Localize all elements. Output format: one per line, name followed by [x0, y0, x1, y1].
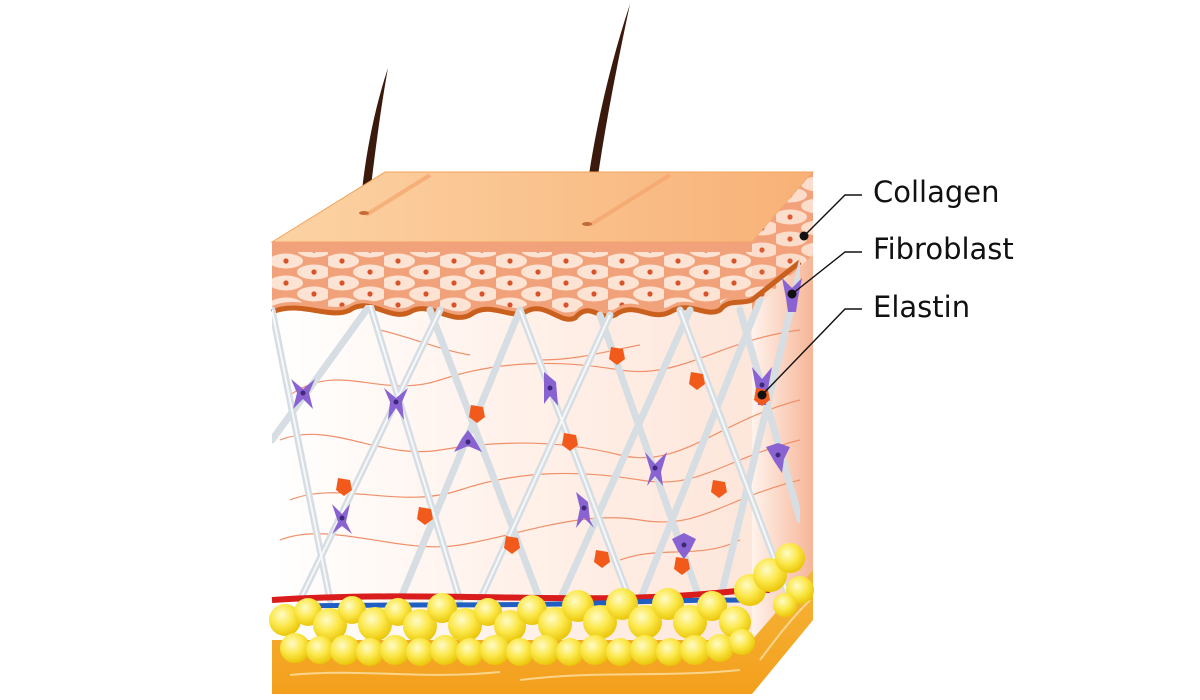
hair-right — [583, 4, 630, 222]
label-elastin: Elastin — [873, 290, 971, 324]
label-fibroblast: Fibroblast — [873, 232, 1014, 266]
label-collagen: Collagen — [873, 175, 1000, 209]
hair-left — [360, 68, 388, 212]
leader-lines — [761, 194, 862, 396]
elastin-nodes — [336, 347, 770, 575]
epidermis-top-face — [270, 171, 815, 243]
leader-dots — [757, 231, 809, 400]
fat-cells — [269, 543, 814, 666]
